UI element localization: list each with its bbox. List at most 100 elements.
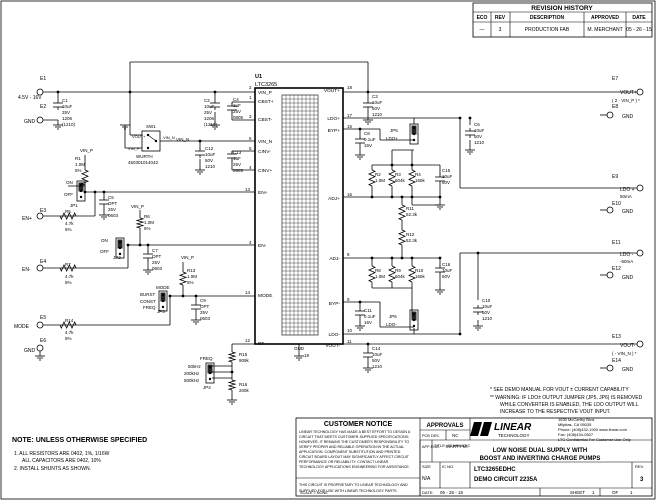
- e1-turret-icon: [36, 88, 44, 96]
- e12-label: GND: [622, 275, 634, 281]
- junction-dot: [390, 163, 394, 167]
- junction-dot: [102, 190, 106, 194]
- c2-alt-package: (1210): [204, 122, 218, 127]
- junction-dot: [468, 116, 472, 120]
- r14-ref: R14: [65, 318, 74, 323]
- logo-subtext: TECHNOLOGY: [498, 433, 530, 438]
- r13-tol: 5%: [187, 280, 194, 285]
- junction-dot: [458, 116, 462, 120]
- address-line-5: LTC Confidential-For Customer Use Only: [558, 437, 631, 442]
- junction-dot: [400, 195, 404, 199]
- jp5-label: LDO+: [386, 136, 398, 141]
- c1-value: 10uF: [62, 104, 73, 109]
- pin-label-vin-p: VIN_P: [258, 90, 272, 96]
- e5-ref: E5: [40, 315, 46, 321]
- e3-label: EN+: [22, 216, 32, 222]
- junction-dot: [213, 90, 217, 94]
- e7-turret-icon: [636, 88, 644, 96]
- c5-value: OPT: [108, 201, 118, 206]
- e12-ref: E12: [612, 266, 621, 272]
- ic-u1: U1 LTC3265 VIN_P CBST+ CBST- VIN_N CINV-…: [245, 74, 353, 358]
- e6-turret-icon: [36, 344, 44, 352]
- capacitor-symbols: [53, 100, 483, 360]
- app-eng-value: MARTY M.: [446, 444, 468, 449]
- notice-line-1: LINEAR TECHNOLOGY HAS MADE A BEST EFFORT…: [299, 430, 411, 434]
- r6-body: [135, 217, 145, 229]
- e6-label: GND: [24, 348, 36, 354]
- turret-labels: E1 4.5V - 16V E2 GND E3 EN+ E4 EN- E5 MO…: [14, 76, 640, 373]
- jp3-mode-label: MODE: [156, 285, 170, 290]
- resistor-symbols: [59, 169, 416, 391]
- r12-body: [397, 229, 407, 246]
- revision-title: REVISION HISTORY: [531, 5, 593, 12]
- junction-dot: [370, 195, 374, 199]
- r8-value: 1.0M: [375, 274, 385, 279]
- r6-ref: R6: [144, 214, 150, 219]
- rev-eco: —: [480, 27, 485, 33]
- junction-dot: [358, 300, 362, 304]
- pin-num-adj-p: 16: [347, 192, 353, 197]
- turrets: [36, 88, 644, 372]
- r5-body: [59, 212, 77, 220]
- junction-dot: [56, 90, 60, 94]
- jp4-shunt-icon: [207, 364, 213, 374]
- r11-value: 52.3k: [406, 212, 418, 217]
- pin-label-mode: MODE: [258, 293, 272, 299]
- revision-history-table: REVISION HISTORY ECO REV DESCRIPTION APP…: [472, 2, 653, 38]
- junction-dot: [198, 139, 202, 143]
- e7-sub: ( 2 · VIN_P ) *: [612, 98, 640, 103]
- r13-ref: R13: [187, 268, 196, 273]
- c9-value: OPT: [200, 304, 210, 309]
- e13-label: VOUT-: [620, 343, 636, 349]
- r12-value: 52.3k: [406, 238, 418, 243]
- c14-package: 1210: [372, 364, 383, 369]
- ic-part: LTC3265: [255, 82, 277, 88]
- c8-ref: C8: [364, 131, 370, 136]
- e5-label: MODE: [14, 324, 30, 330]
- c7-value: OPT: [152, 254, 162, 259]
- address-line-2: Milpitas, CA 95035: [558, 422, 592, 427]
- c3-value: 10uF: [372, 100, 383, 105]
- jp6-shunt-icon: [411, 311, 417, 321]
- size-label: SIZE: [422, 464, 431, 469]
- sw1-ref: SW1: [146, 124, 156, 129]
- e13-sub: ( - VIN_N ) *: [612, 351, 637, 356]
- e10-label: GND: [622, 209, 634, 215]
- address-line-4: Fax: (408)434-0507: [558, 432, 594, 437]
- warning-line-2: WHILE CONVERTER IS ENABLED, THE LDO OUTP…: [500, 402, 639, 408]
- linear-logo: LINEAR TECHNOLOGY: [470, 422, 532, 438]
- jp1-header-icon: [76, 180, 86, 202]
- c11-ref: C11: [364, 308, 372, 313]
- r8-body: [368, 265, 376, 283]
- c10-ref: C10: [482, 298, 491, 303]
- r7-body: [59, 264, 77, 272]
- junction-dot: [93, 190, 97, 194]
- c6-package: 1210: [474, 140, 485, 145]
- e13-turret-icon: [636, 340, 644, 348]
- jp1-ref: JP1: [70, 203, 78, 208]
- notes: * SEE DEMO MANUAL FOR VOUT ± CURRENT CAP…: [12, 387, 643, 472]
- pcb-des-value: NC: [452, 433, 459, 438]
- c14-value: 10uF: [372, 352, 383, 357]
- c4-ref: C4: [233, 97, 239, 102]
- junction-dot: [410, 195, 414, 199]
- r1-value: 1.0M: [75, 162, 85, 167]
- r10-value: 165k: [415, 274, 426, 279]
- e8-label: GND: [622, 114, 634, 120]
- e8-ref: E8: [612, 104, 618, 110]
- jp2-header-icon: [115, 237, 125, 259]
- jp6-header-icon: [409, 309, 419, 331]
- c5-package: 0603: [108, 213, 119, 218]
- rev-number: 3: [499, 27, 502, 33]
- app-eng-label: APP ENG.: [422, 445, 440, 449]
- approvals-title: APPROVALS: [427, 423, 464, 429]
- jp1-shunt-icon: [78, 182, 84, 192]
- c4-package: 0805: [233, 115, 244, 120]
- jp2-pin-icon: [118, 252, 122, 256]
- jp1-off: OFF: [64, 192, 73, 197]
- r5-ref: R5: [65, 209, 71, 214]
- pin-num-cinv-p: 4: [249, 165, 252, 170]
- r3-value: 604k: [395, 178, 406, 183]
- e3-ref: E3: [40, 208, 46, 214]
- c15-voltage: 50V: [442, 180, 450, 185]
